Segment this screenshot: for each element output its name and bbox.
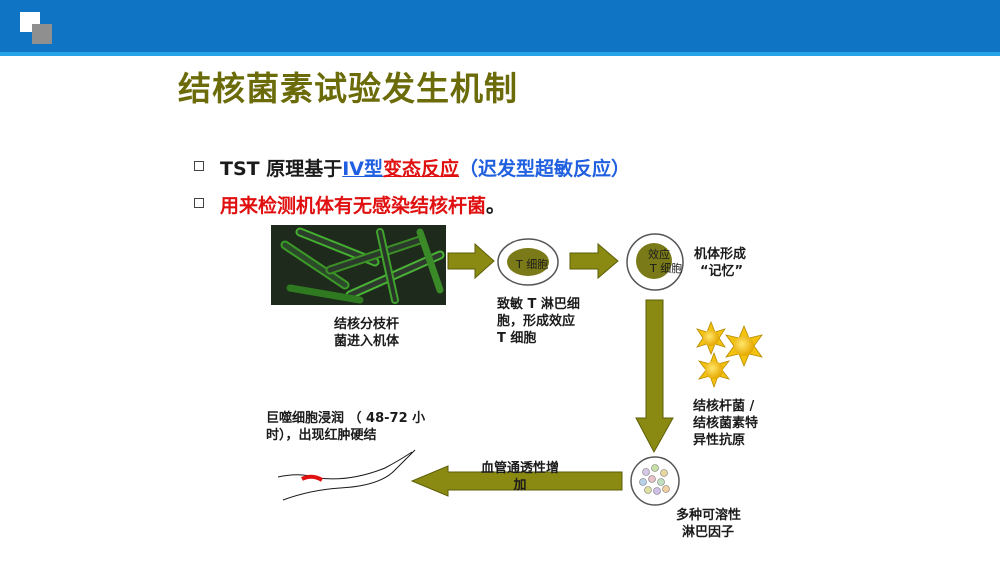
bullet-2-end: 。: [486, 195, 506, 217]
bullet-square-icon: [194, 161, 204, 171]
top-bar: [0, 0, 1000, 52]
bacteria-photo: [271, 225, 446, 305]
antigen-label-line-2: 结核菌素特: [693, 416, 759, 431]
vessel-label: 血管通透性增 加: [481, 460, 559, 494]
lymphokine-cell-icon: [630, 456, 680, 506]
vessel-label-line-1: 血管通透性增: [481, 461, 560, 476]
antigen-label-line-3: 异性抗原: [693, 433, 746, 448]
bullet-1-type: IV型: [342, 158, 384, 180]
t-cell-icon: [497, 238, 559, 286]
arrow-right-1: [447, 242, 495, 280]
bacteria-label-line-2: 菌进入机体: [334, 334, 400, 349]
lymphokine-label-line-2: 淋巴因子: [682, 525, 735, 540]
bullet-2: 用来检测机体有无感染结核杆菌。: [220, 191, 505, 218]
arrow-down: [635, 299, 674, 454]
macrophage-label: 巨噬细胞浸润 （ 48-72 小 时），出现红肿硬结: [266, 410, 425, 444]
bullet-1-paren: （迟发型超敏反应）: [459, 158, 631, 180]
bullet-1-reaction: 变态反应: [383, 158, 460, 180]
memory-label-line-1: 机体形成: [694, 247, 747, 262]
t-cell-label-line-1: 致敏 T 淋巴细: [497, 297, 580, 312]
macrophage-label-line-1: 巨噬细胞浸润 （ 48-72 小: [266, 411, 426, 426]
bullet-1-prefix: TST 原理基于: [220, 158, 343, 180]
arrow-right-2: [569, 242, 619, 280]
antigen-label: 结核杆菌 / 结核菌素特 异性抗原: [693, 398, 758, 449]
antigen-label-line-1: 结核杆菌 /: [693, 399, 755, 414]
t-cell-label: 致敏 T 淋巴细 胞，形成效应 T 细胞: [497, 296, 580, 347]
top-bar-accent-line: [0, 52, 1000, 56]
skin-induration-icon: [277, 449, 416, 501]
effector-inner-line-2: T 细胞: [650, 262, 683, 275]
lymphokine-label-line-1: 多种可溶性: [676, 508, 742, 523]
t-cell-label-line-2: 胞，形成效应: [497, 314, 576, 329]
arrow-left: [410, 465, 623, 497]
bullet-1: TST 原理基于IV型变态反应（迟发型超敏反应）: [220, 154, 630, 181]
t-cell-label-line-3: T 细胞: [497, 331, 537, 346]
sun-antigen-icon: [696, 320, 763, 389]
memory-label-line-2: “记忆”: [700, 264, 744, 279]
logo-icon: [20, 12, 52, 44]
vessel-label-line-2: 加: [513, 478, 527, 493]
lymphokine-label: 多种可溶性 淋巴因子: [676, 507, 741, 541]
effector-inner-line-1: 效应: [648, 248, 670, 261]
effector-t-cell-icon: [626, 233, 684, 291]
bacteria-label-line-1: 结核分枝杆: [334, 317, 400, 332]
memory-label: 机体形成 “记忆”: [694, 246, 746, 280]
t-cell-inner-label: T 细胞: [516, 258, 549, 271]
macrophage-label-line-2: 时），出现红肿硬结: [266, 428, 377, 443]
effector-inner-label: 效应 T 细胞: [648, 248, 682, 276]
bacteria-label: 结核分枝杆 菌进入机体: [334, 316, 399, 350]
bullet-2-main: 用来检测机体有无感染结核杆菌: [220, 195, 487, 217]
bullet-square-icon: [194, 198, 204, 208]
slide-title: 结核菌素试验发生机制: [178, 69, 518, 108]
